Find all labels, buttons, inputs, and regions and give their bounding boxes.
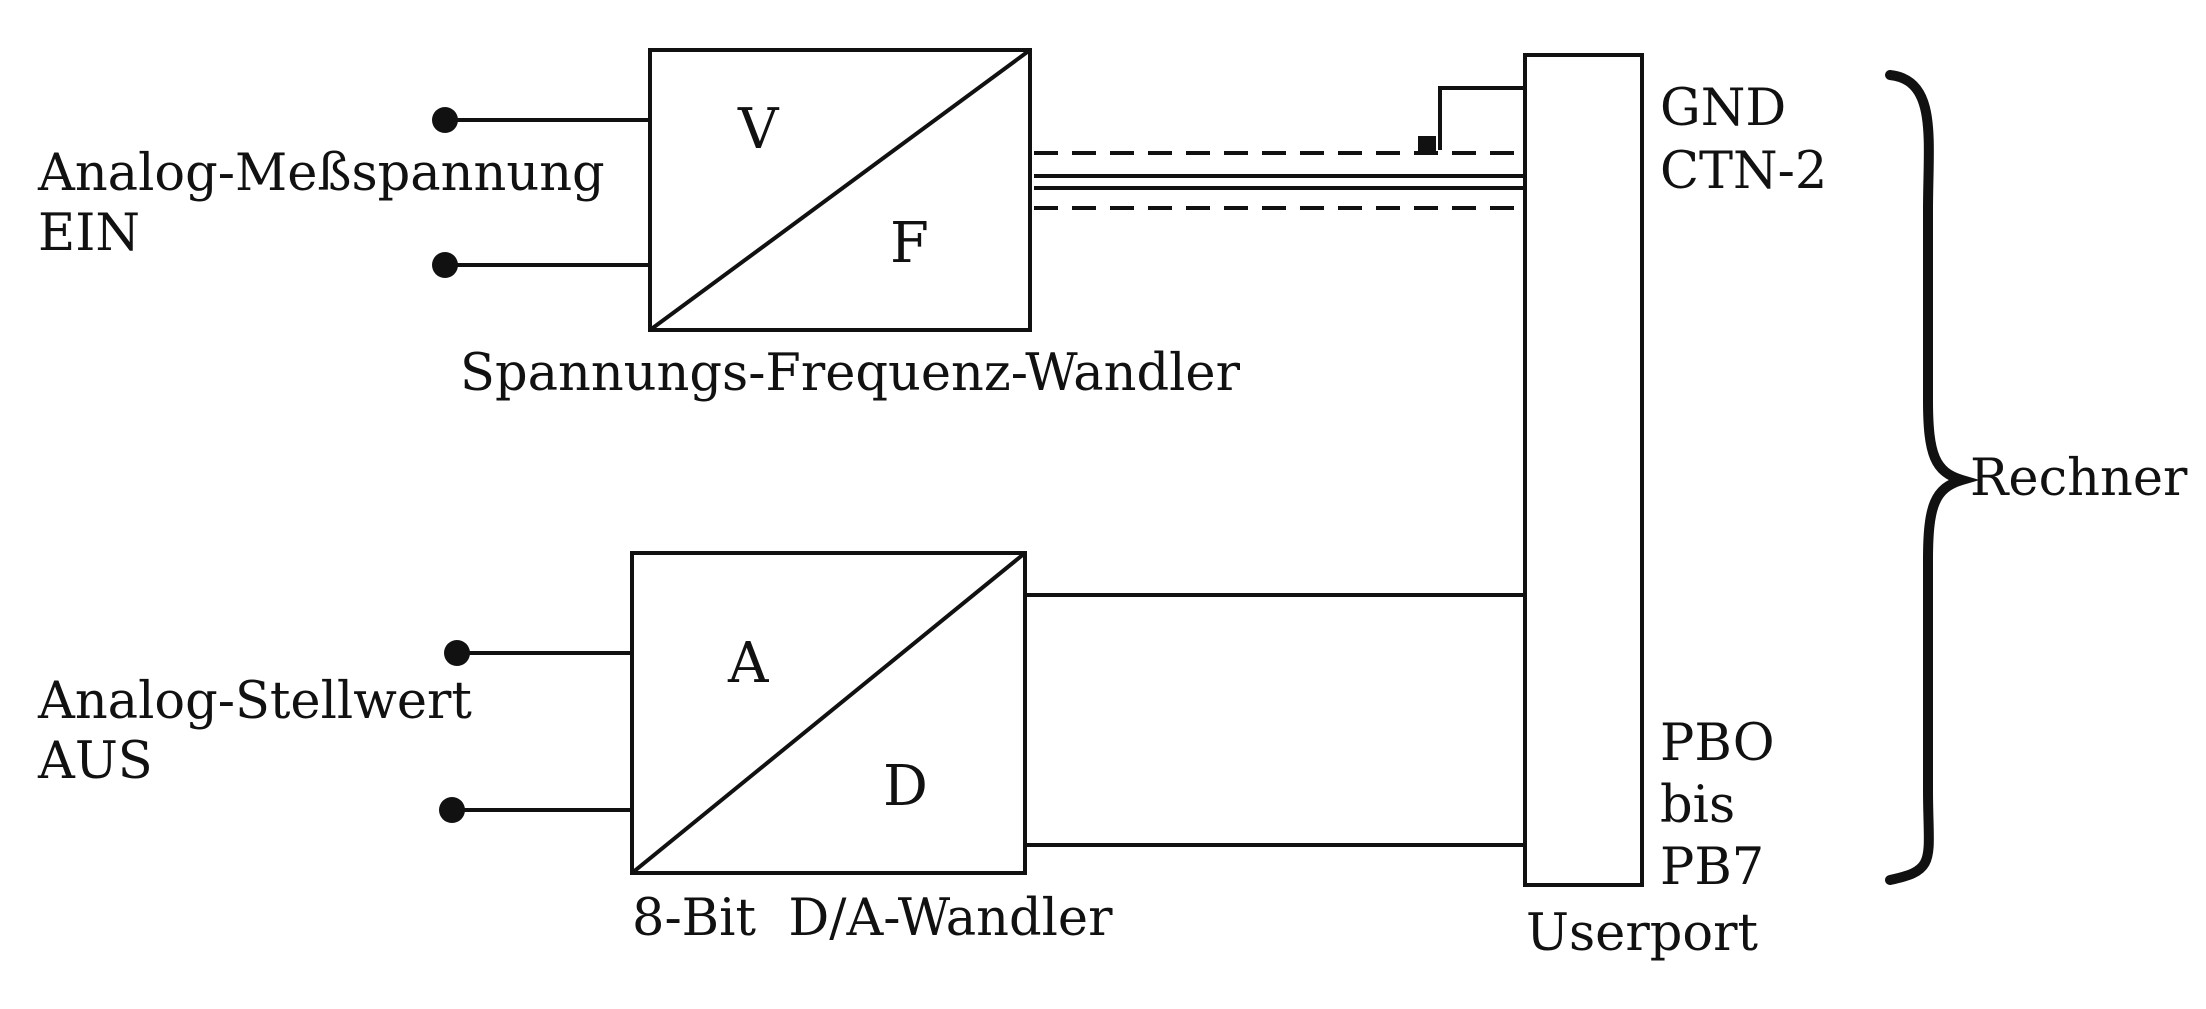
- analog-output-terminals: [439, 640, 632, 823]
- vf-top-letter: V: [737, 97, 780, 162]
- pin-label-bis: bis: [1660, 776, 1735, 835]
- analog-output-label-line1: Analog-Stellwert: [37, 672, 472, 731]
- analog-output-label-line2: AUS: [37, 732, 153, 791]
- pin-label-ctn2: CTN-2: [1660, 142, 1827, 201]
- da-bottom-letter: D: [883, 754, 928, 819]
- vf-to-userport-connections: [1034, 86, 1525, 210]
- vf-converter-block: V F: [648, 48, 1032, 332]
- userport-caption: Userport: [1526, 904, 1758, 963]
- userport-connector: [1523, 53, 1644, 887]
- da-converter-caption: 8-Bit D/A-Wandler: [632, 889, 1113, 948]
- da-to-userport-connections: [1025, 593, 1525, 847]
- da-converter-block: A D: [630, 551, 1027, 875]
- pin-label-pb0: PBO: [1660, 714, 1775, 773]
- analog-input-label-line1: Analog-Meßspannung: [37, 144, 605, 203]
- vf-bottom-letter: F: [890, 211, 929, 276]
- analog-input-terminals: [432, 107, 650, 278]
- vf-converter-caption: Spannungs-Frequenz-Wandler: [460, 344, 1241, 403]
- computer-label: Rechner: [1970, 449, 2188, 508]
- pin-label-gnd: GND: [1660, 79, 1786, 138]
- analog-input-label-line2: EIN: [38, 204, 140, 263]
- da-top-letter: A: [727, 631, 769, 696]
- ground-junction: [1418, 136, 1436, 154]
- computer-brace: [1885, 70, 1980, 885]
- pin-label-pb7: PB7: [1660, 838, 1764, 897]
